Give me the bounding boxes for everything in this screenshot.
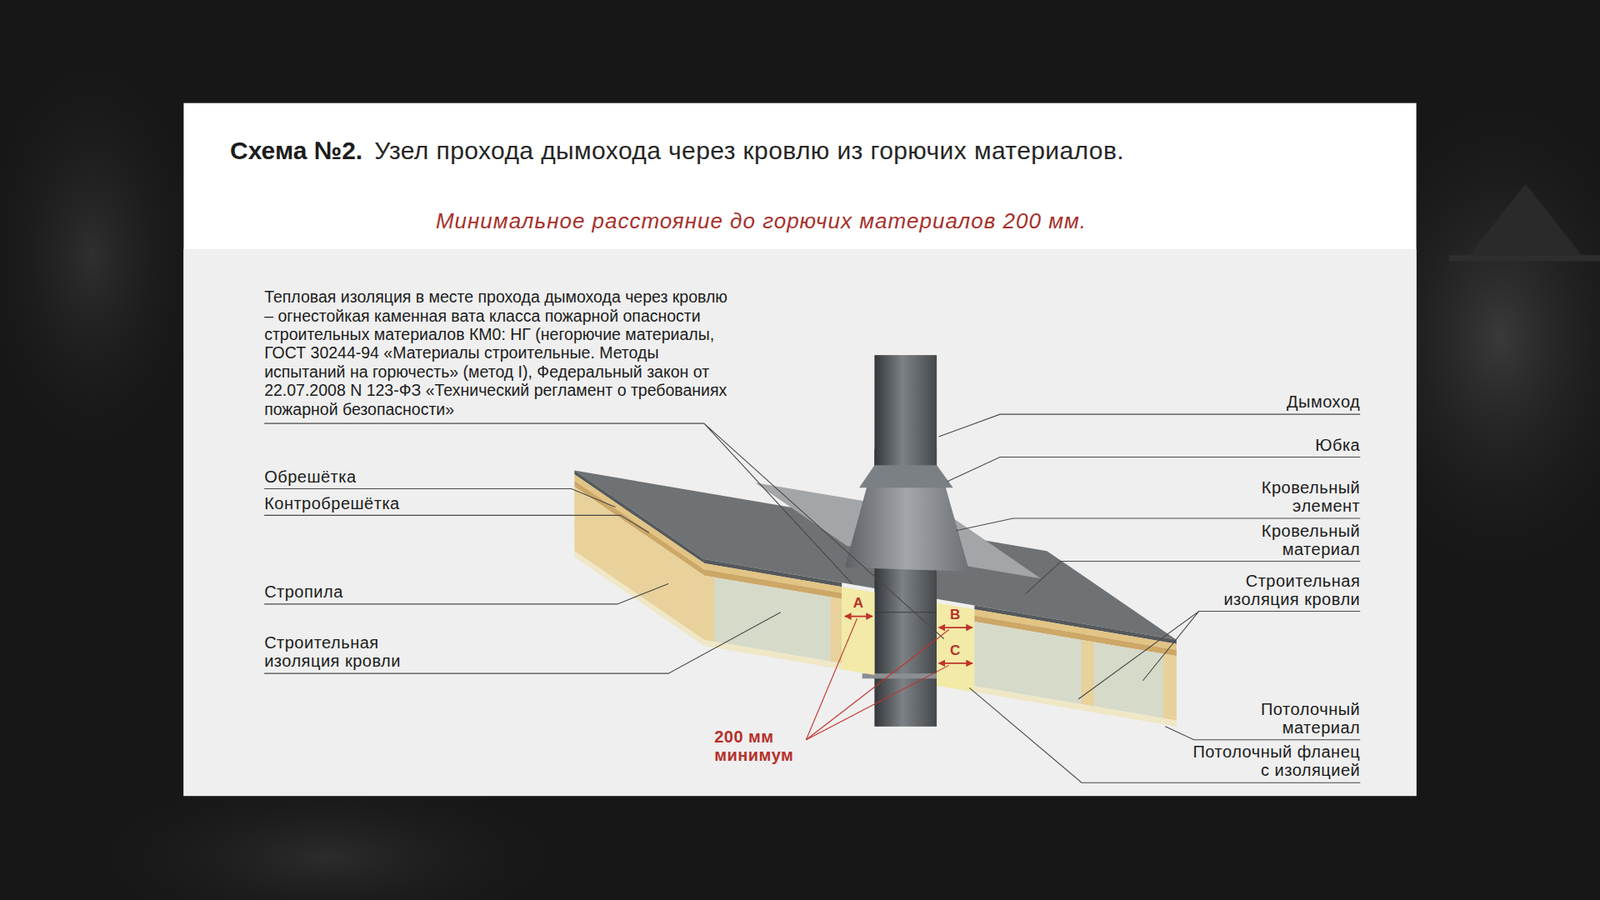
heat-insulation [841,586,975,692]
leader-lines [264,414,1360,783]
red-leaders [805,618,949,740]
part-label: Кровельный материал [1226,521,1360,559]
slab-end-face [574,470,705,646]
part-label: Обрешётка [264,467,356,486]
dimension-letter: A [853,595,864,611]
slide-panel [183,103,1416,796]
insulation-note: Тепловая изоляция в месте прохода дымохо… [264,287,735,419]
subtitle-note: Минимальное расстояние до горючих матери… [435,208,1087,235]
part-label: Строительная изоляция кровли [264,633,431,670]
skirt [859,465,954,488]
dimension-letter: C [950,643,960,659]
dimension-arrows [845,616,973,664]
slab-front-face [704,559,842,670]
part-label: Кровельный элемент [1226,478,1360,515]
part-label: Потолочный фланец с изоляцией [1185,742,1360,780]
title-row: Схема №2. Узел прохода дымохода через кро… [230,136,1125,165]
roof-element [845,477,970,572]
part-label: Дымоход [1286,392,1360,411]
slab-front-face [974,605,1176,726]
dimension-letter: B [950,607,960,623]
ceiling-flange [862,673,950,679]
part-label: Стропила [264,582,344,601]
slide-heading: Узел прохода дымохода через кровлю из го… [374,136,1125,165]
slide-title: Схема №2. [230,136,363,165]
part-label: Юбка [1315,435,1360,455]
part-label: Контробрешётка [264,494,400,513]
part-label: Потолочный материал [1226,700,1360,737]
dimension-label: 200 мм минимум [714,727,806,765]
part-label: Строительная изоляция кровли [1193,571,1360,609]
